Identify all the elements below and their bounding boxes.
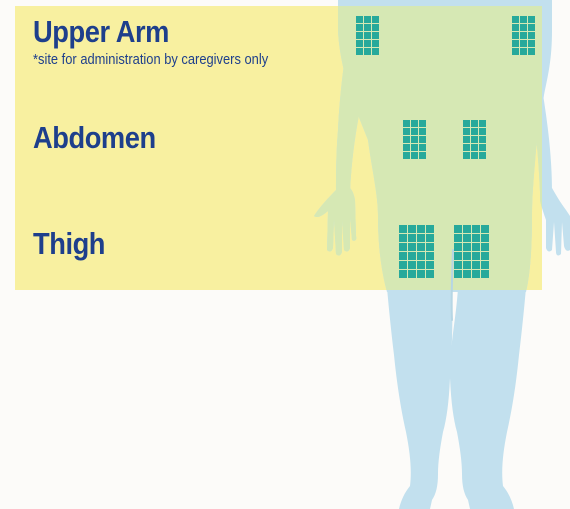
- abdomen-label: Abdomen: [33, 120, 156, 156]
- upper-arm-label: Upper Arm: [33, 14, 274, 50]
- abdomen-site-right: [463, 120, 486, 159]
- upper-arm-label-block: Upper Arm *site for administration by ca…: [33, 14, 306, 69]
- abdomen-label-block: Abdomen: [33, 120, 172, 156]
- thigh-label-block: Thigh: [33, 226, 115, 262]
- thigh-label: Thigh: [33, 226, 105, 262]
- upper-arm-site-right: [512, 16, 535, 55]
- caregiver-only-note: *site for administration by caregivers o…: [33, 51, 268, 69]
- upper-arm-site-left: [356, 16, 379, 55]
- abdomen-site-left: [403, 120, 426, 159]
